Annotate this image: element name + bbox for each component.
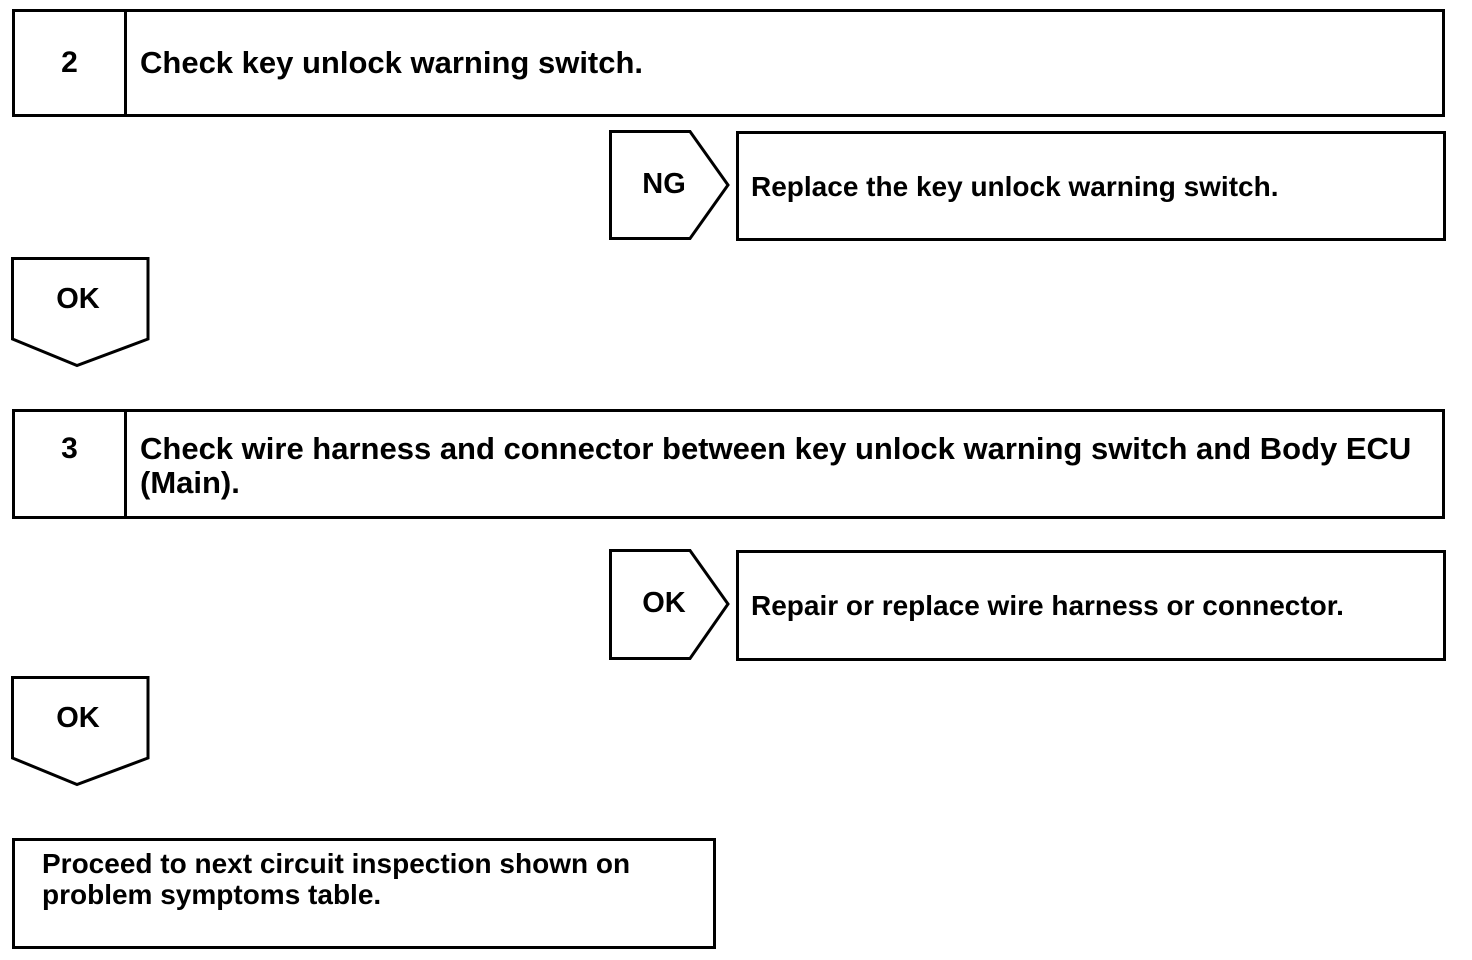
step-3-text: Check wire harness and connector between… — [140, 431, 1412, 500]
ng-action-box: Replace the key unlock warning switch. — [736, 131, 1446, 241]
ok-down-arrow-1 — [11, 257, 150, 368]
ok-down-label-1: OK — [56, 283, 100, 315]
ng-action-text: Replace the key unlock warning switch. — [751, 171, 1279, 202]
final-box: Proceed to next circuit inspection shown… — [12, 838, 716, 949]
step-2-box: 2 Check key unlock warning switch. — [12, 9, 1445, 117]
step-3-box: 3 Check wire harness and connector betwe… — [12, 409, 1445, 519]
ok-down-arrow-2 — [11, 676, 150, 787]
ng-branch-arrow — [609, 130, 730, 240]
ok-action-box: Repair or replace wire harness or connec… — [736, 550, 1446, 661]
ok-branch-label: OK — [642, 587, 686, 619]
ng-branch-label: NG — [642, 168, 686, 200]
step-2-text: Check key unlock warning switch. — [140, 45, 644, 80]
step-2-number: 2 — [15, 12, 127, 114]
step-3-number: 3 — [15, 412, 127, 516]
ok-action-text: Repair or replace wire harness or connec… — [751, 590, 1344, 621]
final-text: Proceed to next circuit inspection shown… — [42, 848, 631, 910]
ok-branch-arrow — [609, 549, 730, 660]
ok-down-label-2: OK — [56, 702, 100, 734]
